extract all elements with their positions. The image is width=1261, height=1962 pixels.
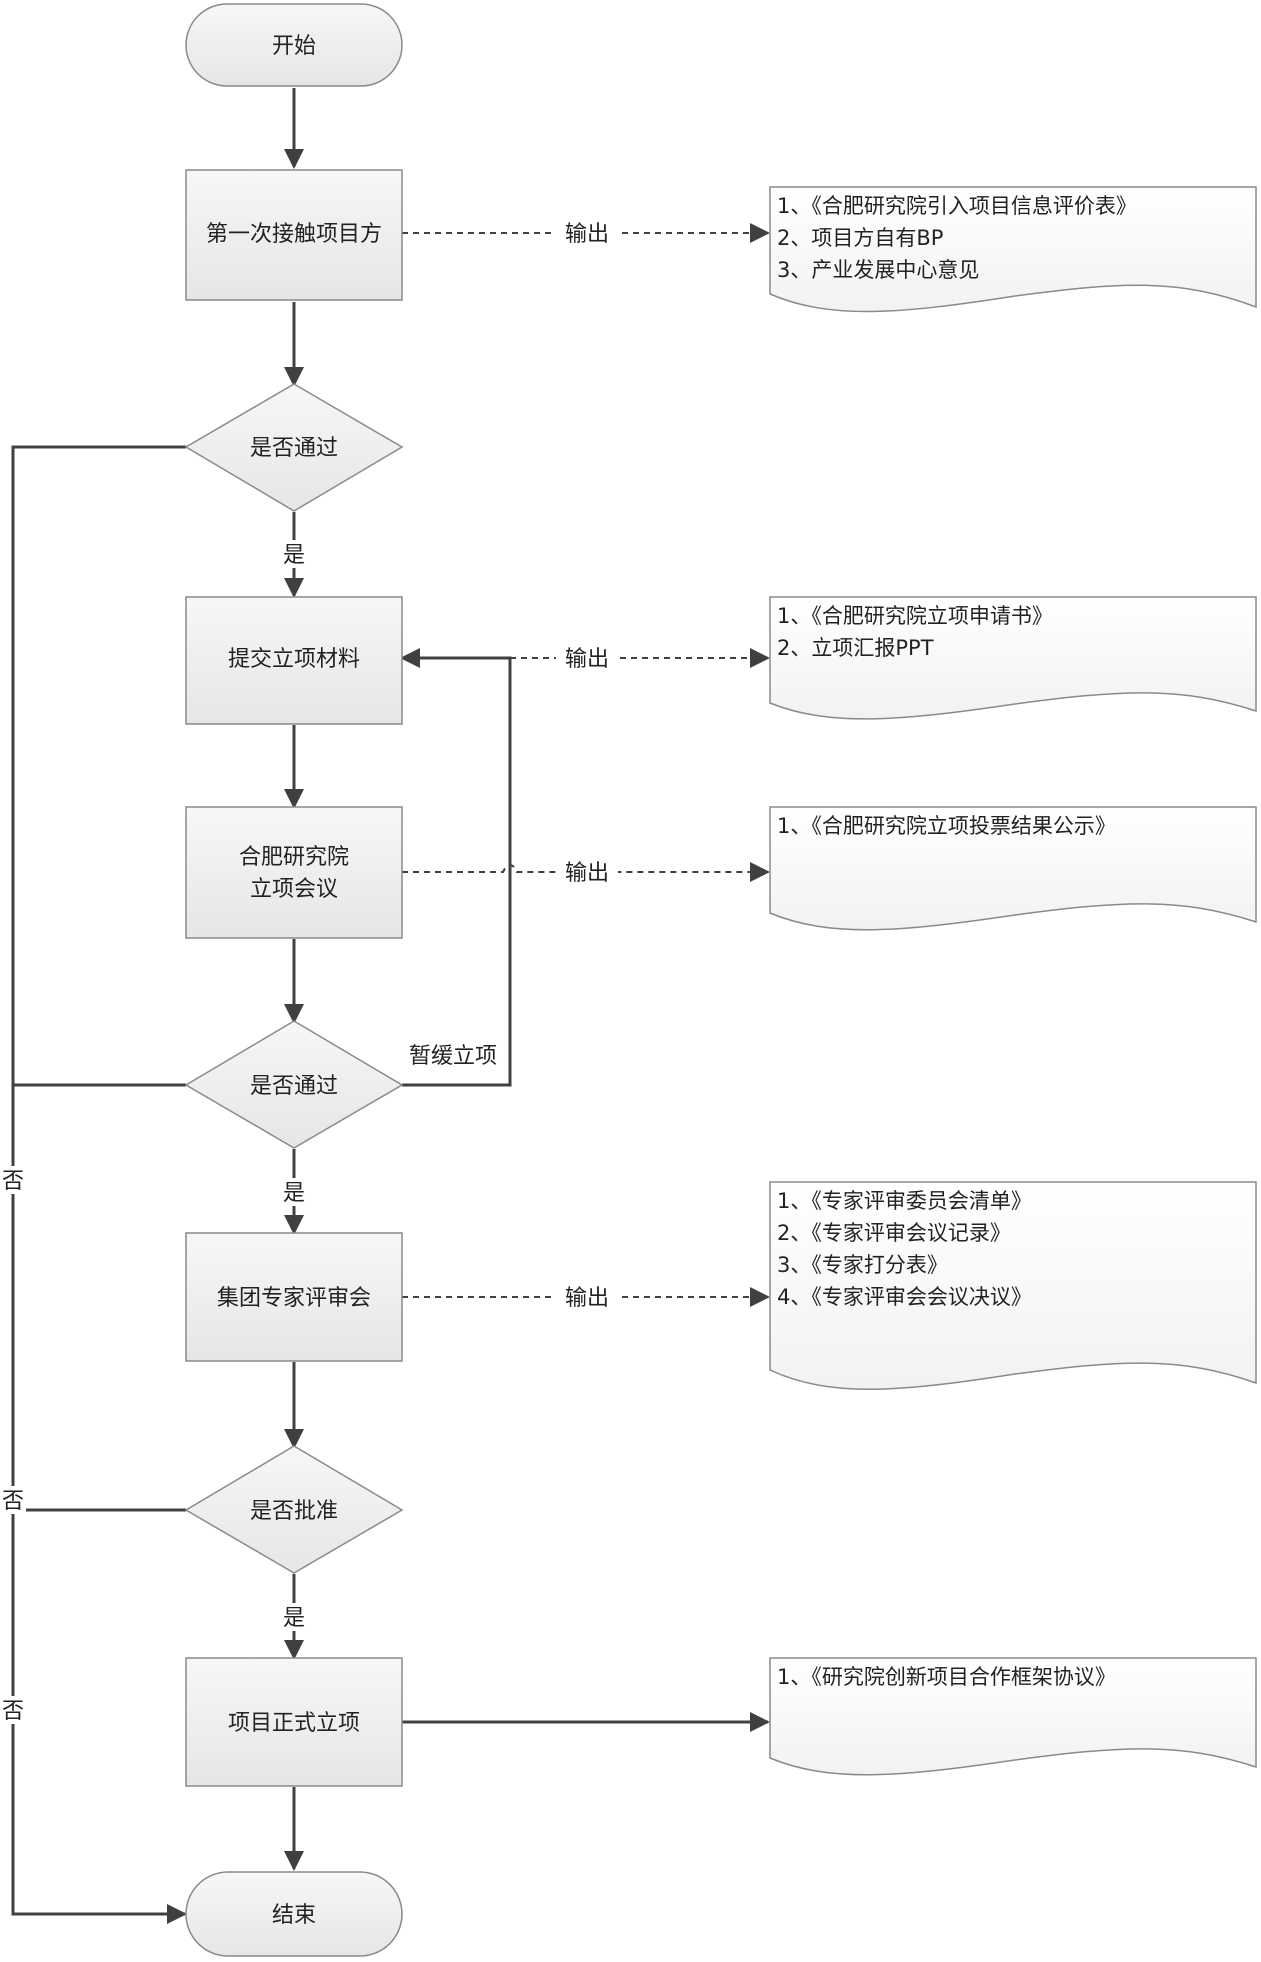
document-4: 1、《专家评审委员会清单》 2、《专家评审会议记录》 3、《专家打分表》 4、《…: [769, 1181, 1257, 1390]
process-contact: 第一次接触项目方: [185, 169, 403, 301]
output-label-1: 输出: [565, 222, 609, 247]
decision-1-shape: [184, 383, 404, 512]
document-3-shape: [769, 806, 1257, 931]
process-meeting-text-2: 立项会议: [250, 877, 338, 902]
reject-connectors: [11, 445, 187, 1924]
process-expert-text: 集团专家评审会: [217, 1286, 371, 1311]
process-formal-text: 项目正式立项: [228, 1711, 360, 1736]
output-line-3: [402, 862, 770, 882]
process-meeting: 合肥研究院 立项会议: [185, 806, 403, 939]
start-text: 开始: [272, 34, 316, 59]
document-5-shape: [769, 1657, 1257, 1776]
decision-3-shape: [184, 1445, 404, 1574]
yes-label-1: 是: [283, 543, 305, 568]
document-4-line-1: 1、《专家评审委员会清单》: [777, 1189, 1032, 1213]
defer-label: 暂缓立项: [409, 1044, 497, 1069]
document-1-shape: [769, 186, 1257, 313]
decision-1: 是否通过: [184, 383, 404, 512]
no-label-3: 否: [2, 1699, 24, 1724]
process-expert: 集团专家评审会: [185, 1232, 403, 1362]
document-4-shape: [769, 1181, 1257, 1390]
document-2-line-2: 2、立项汇报PPT: [777, 636, 934, 660]
process-formal: 项目正式立项: [185, 1657, 403, 1787]
start-terminator: 开始: [185, 3, 403, 87]
document-3-line-1: 1、《合肥研究院立项投票结果公示》: [777, 814, 1116, 838]
process-submit-shape: [185, 596, 403, 725]
branch-labels: 是 是 是 否 否 否 暂缓立项: [0, 540, 497, 1724]
end-shape: [185, 1871, 403, 1957]
document-1-line-3: 3、产业发展中心意见: [777, 258, 979, 282]
output-labels: 输出 输出 输出 输出: [556, 218, 618, 1312]
decision-2-text: 是否通过: [250, 1074, 338, 1099]
document-1-line-1: 1、《合肥研究院引入项目信息评价表》: [777, 194, 1137, 218]
no-label-2: 否: [2, 1489, 24, 1514]
document-2: 1、《合肥研究院立项申请书》 2、立项汇报PPT: [769, 596, 1257, 720]
start-shape: [185, 3, 403, 87]
output-label-3: 输出: [565, 861, 609, 886]
document-4-line-2: 2、《专家评审会议记录》: [777, 1221, 1011, 1245]
decision-2: 是否通过: [184, 1020, 404, 1149]
process-contact-text: 第一次接触项目方: [206, 222, 382, 247]
process-meeting-shape: [185, 806, 403, 939]
decision-3: 是否批准: [184, 1445, 404, 1574]
process-submit-text: 提交立项材料: [228, 647, 360, 672]
decision-3-text: 是否批准: [250, 1499, 338, 1524]
document-2-shape: [769, 596, 1257, 720]
document-4-line-4: 4、《专家评审会会议决议》: [777, 1285, 1032, 1309]
output-connectors: [402, 223, 770, 1307]
document-5-line-1: 1、《研究院创新项目合作框架协议》: [777, 1665, 1116, 1689]
reject-line: [11, 445, 187, 1924]
document-2-line-1: 1、《合肥研究院立项申请书》: [777, 604, 1053, 628]
document-3: 1、《合肥研究院立项投票结果公示》: [769, 806, 1257, 931]
defer-connector: [400, 648, 512, 1087]
document-5: 1、《研究院创新项目合作框架协议》: [769, 1657, 1257, 1776]
no-label-1: 否: [2, 1169, 24, 1194]
decision-1-text: 是否通过: [250, 436, 338, 461]
process-meeting-text-1: 合肥研究院: [239, 845, 349, 870]
process-contact-shape: [185, 169, 403, 301]
process-formal-shape: [185, 1657, 403, 1787]
end-terminator: 结束: [185, 1871, 403, 1957]
decision-2-shape: [184, 1020, 404, 1149]
document-1-line-2: 2、项目方自有BP: [777, 226, 943, 250]
process-expert-shape: [185, 1232, 403, 1362]
end-text: 结束: [272, 1903, 316, 1928]
yes-label-2: 是: [283, 1181, 305, 1206]
defer-line: [400, 648, 512, 1087]
process-submit: 提交立项材料: [185, 596, 403, 725]
document-1: 1、《合肥研究院引入项目信息评价表》 2、项目方自有BP 3、产业发展中心意见: [769, 186, 1257, 313]
output-label-2: 输出: [565, 647, 609, 672]
output-label-4: 输出: [565, 1286, 609, 1311]
document-4-line-3: 3、《专家打分表》: [777, 1253, 948, 1277]
yes-label-3: 是: [283, 1606, 305, 1631]
